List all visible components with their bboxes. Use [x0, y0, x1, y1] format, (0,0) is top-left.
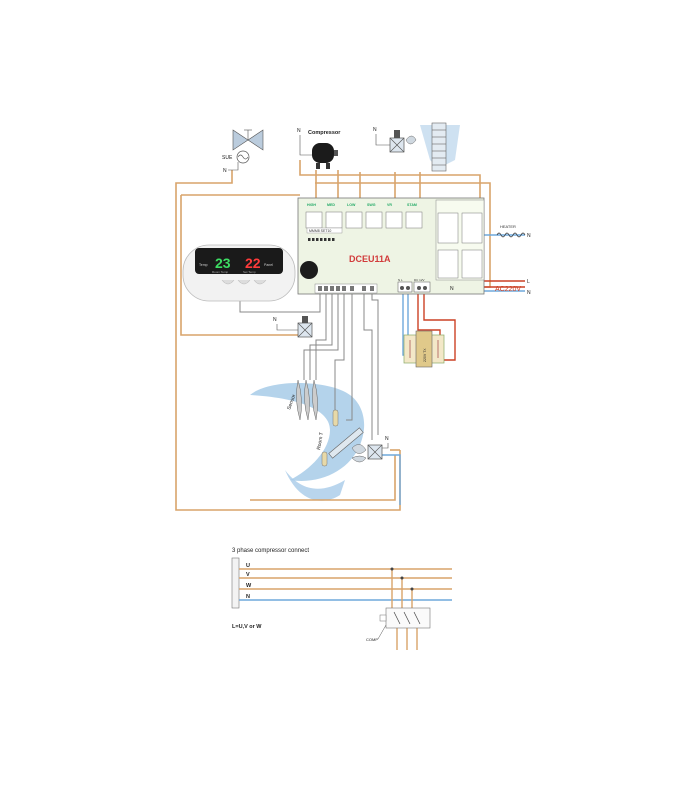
airflow-arrow-shape-2 — [285, 470, 345, 501]
valve-icon — [232, 129, 264, 151]
relay-med — [325, 211, 343, 229]
transformer-icon: 220V TX — [403, 330, 445, 368]
phase-title: 3 phase compressor connect — [232, 548, 309, 554]
board-name: DCEU11A — [349, 254, 391, 264]
label-n-heater: N — [527, 233, 531, 239]
evaporator-coil-icon — [328, 427, 364, 459]
terminal-left-label: N L — [398, 278, 403, 282]
control-board: HIGH MED LOW SWG VR STAM MMM8 SET10 DCEU11A N… — [297, 197, 485, 295]
label-comp: COMP — [366, 637, 378, 642]
label-n-indoor: N — [273, 317, 277, 323]
display-panel-label: Panel — [264, 263, 273, 267]
phase-note: L=U,V or W — [232, 624, 262, 630]
contactor-box — [385, 607, 431, 629]
display-set-temp: 22 — [245, 255, 261, 271]
board-subtitle: MMM8 SET10 — [309, 229, 331, 233]
display-room-temp: 23 — [215, 255, 231, 271]
label-n-fan: N — [385, 436, 389, 442]
label-n-power: N — [527, 290, 531, 296]
louver-icon — [296, 379, 318, 421]
relay-label-med: MED — [327, 203, 335, 207]
compressor-icon — [312, 143, 338, 169]
label-n-outdoor: N — [373, 127, 377, 133]
label-l-power: L — [527, 279, 530, 285]
label-compressor: Compressor — [308, 130, 341, 136]
relay-high — [305, 211, 323, 229]
indoor-fan-motor-icon — [351, 444, 383, 463]
temperature-sensor-icon — [321, 409, 339, 467]
label-room-t: Room T — [316, 432, 325, 450]
gray-wires — [239, 292, 379, 440]
relay-label-swg: SWG — [367, 203, 376, 207]
relay-swg — [365, 211, 383, 229]
outdoor-fan-motor-icon — [389, 130, 417, 153]
heater-icon — [496, 232, 526, 238]
label-heater: HEATER — [500, 224, 516, 229]
phase-label-v: V — [246, 572, 250, 578]
label-sue: SUE — [222, 155, 233, 161]
label-n-sue: N — [223, 168, 227, 174]
display-panel: 23 22 Temp Panel Room Temp Set Temp — [182, 244, 296, 302]
swing-motor-icon — [297, 316, 313, 338]
label-n-board: N — [450, 286, 454, 292]
buzzer — [300, 261, 318, 279]
terminal-right-label: DC 12V — [414, 278, 425, 282]
relay-label-vr: VR — [387, 203, 392, 207]
display-room-caption: Room Temp — [212, 270, 228, 274]
airflow-arrow-shape — [250, 382, 365, 481]
phase-lines — [239, 568, 452, 650]
relay-low — [345, 211, 363, 229]
relay-label-high: HIGH — [307, 203, 316, 207]
display-set-caption: Set Temp — [243, 270, 256, 274]
outdoor-coil-icon — [431, 122, 447, 172]
relay-label-stam: STAM — [407, 203, 417, 207]
display-mode: Temp — [199, 263, 208, 267]
label-ac: AC220V — [495, 286, 521, 293]
phase-label-n: N — [246, 594, 250, 600]
relay-stam — [405, 211, 423, 229]
relay-label-low: LOW — [347, 203, 356, 207]
label-n-compressor: N — [297, 128, 301, 134]
relay-vr — [385, 211, 403, 229]
phase-label-w: W — [246, 583, 252, 589]
label-sensor: Sensor — [286, 393, 297, 410]
transformer-label: 220V TX — [423, 348, 427, 362]
phase-label-u: U — [246, 563, 250, 569]
phase-terminal — [231, 557, 240, 609]
